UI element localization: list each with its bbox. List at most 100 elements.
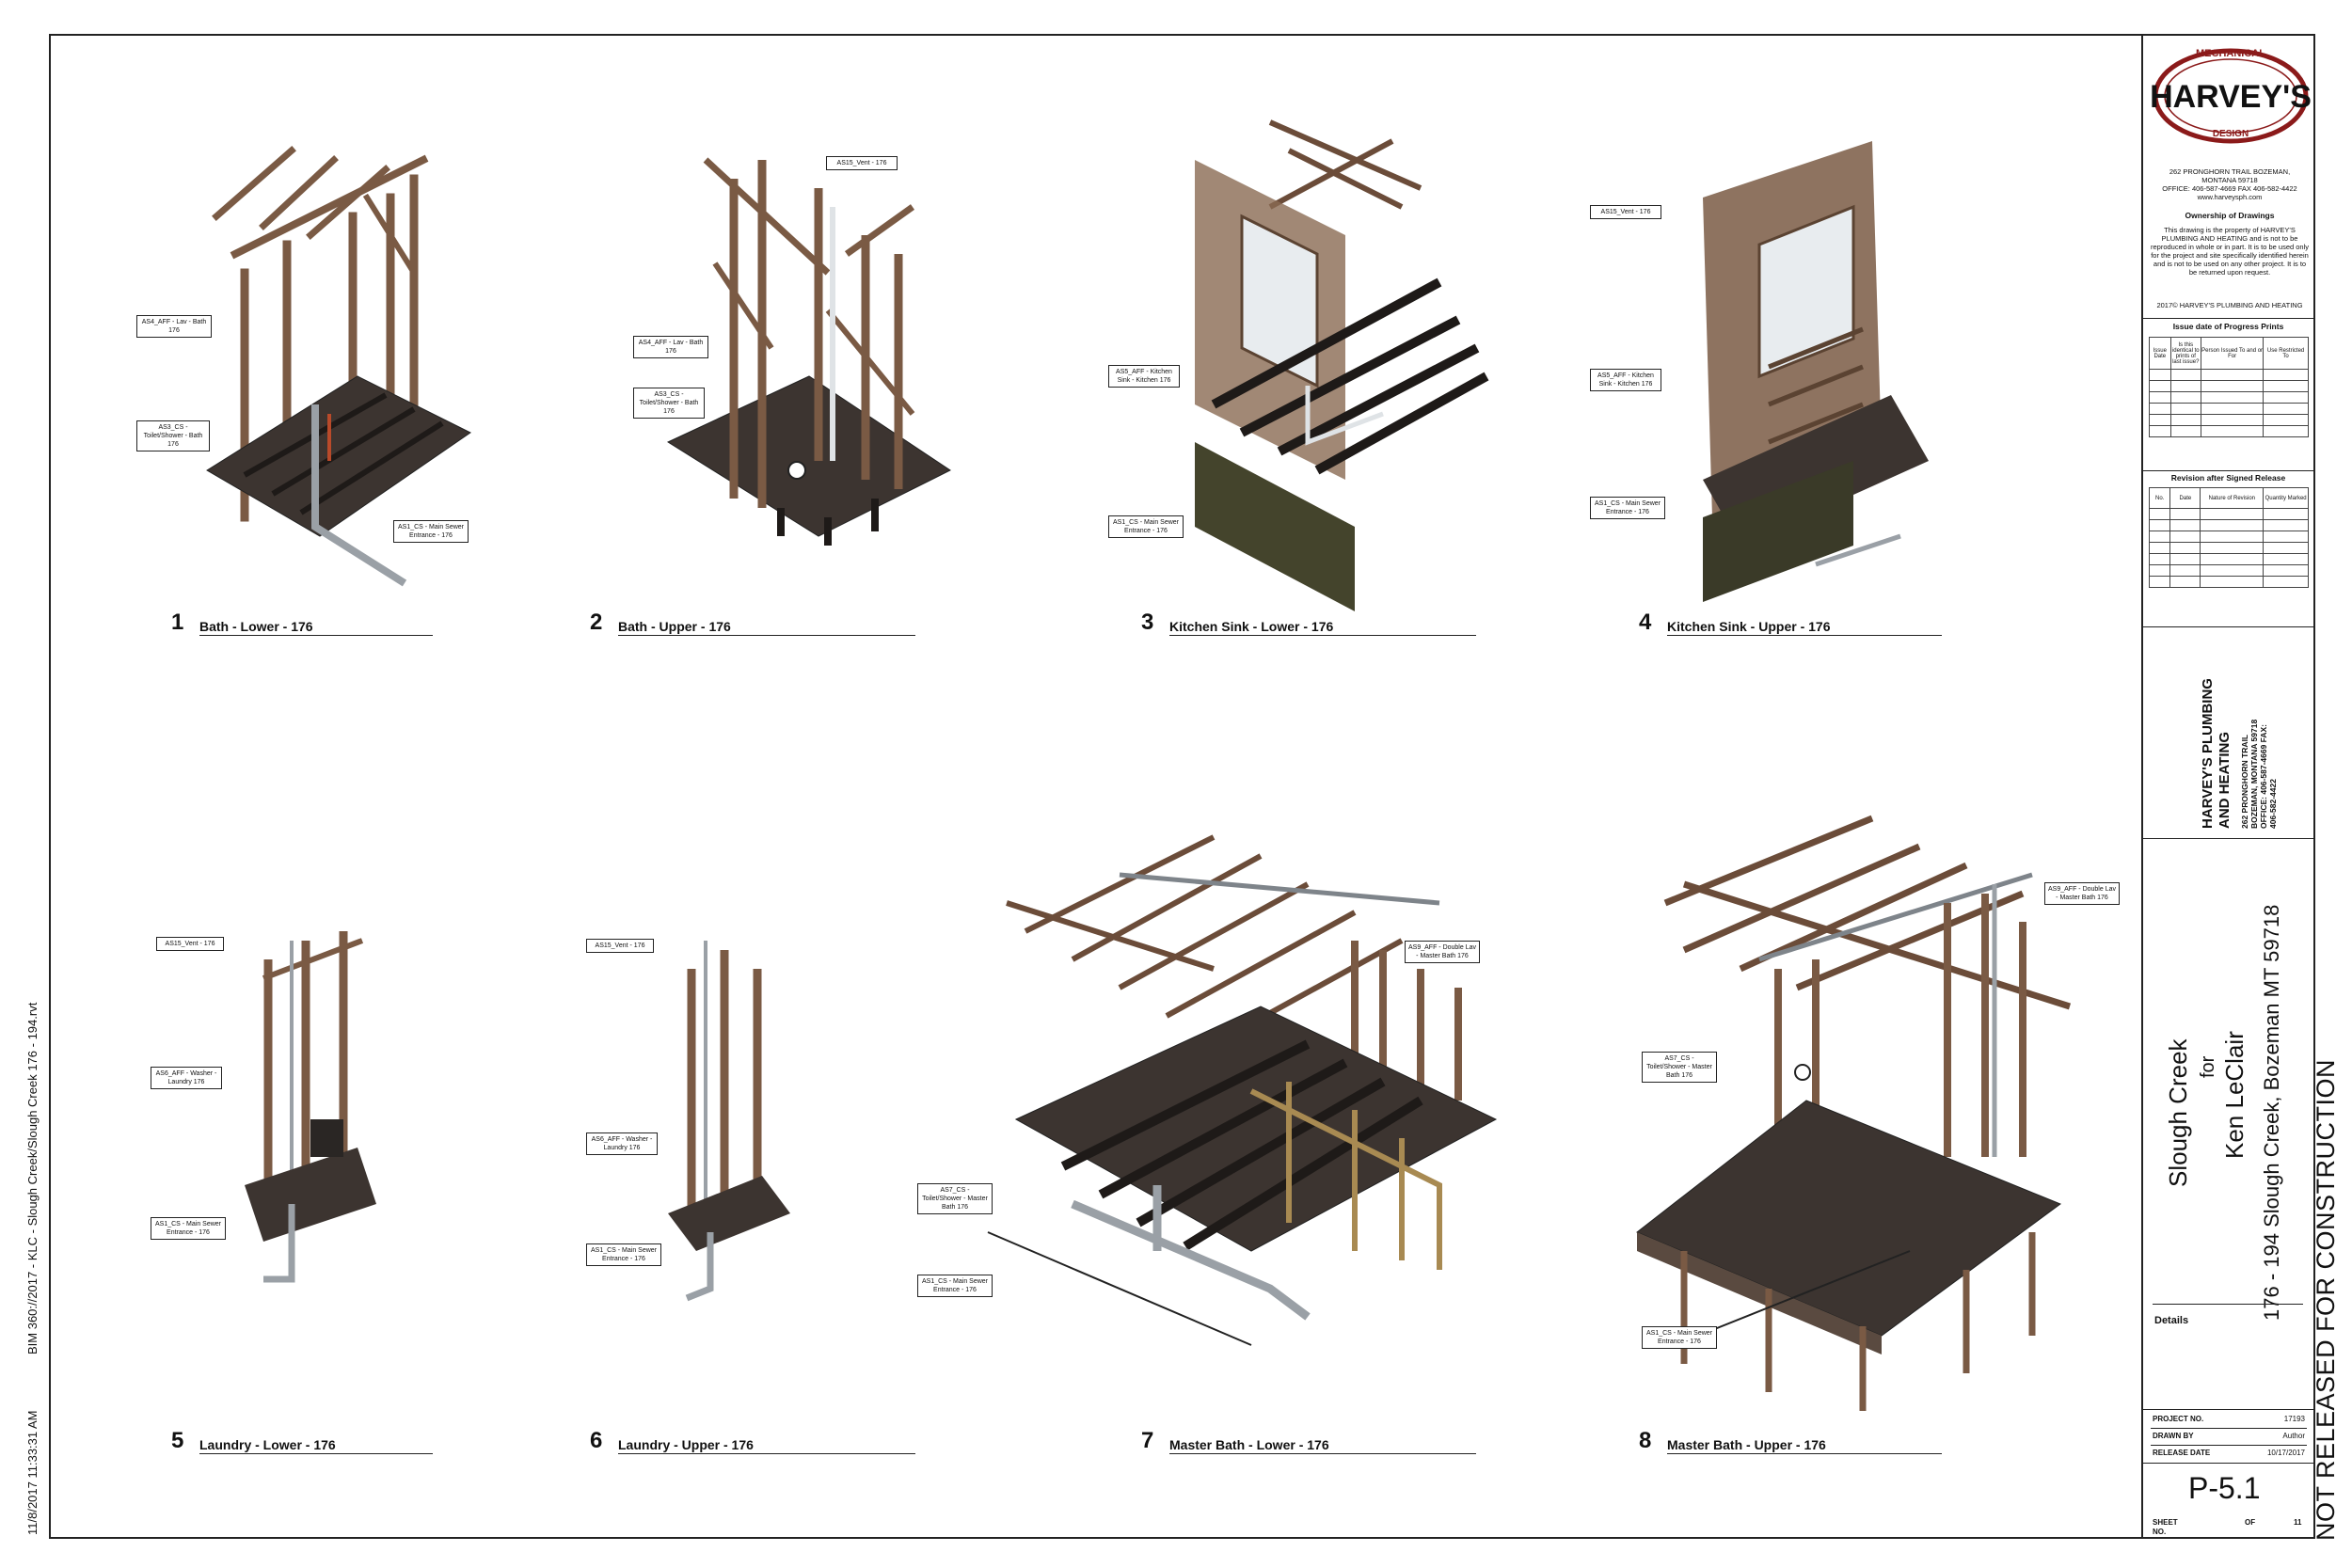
view-1-bath-lower[interactable]: AS4_AFF - Lav - Bath 176 AS3_CS - Toilet… xyxy=(132,122,489,587)
floor-slab xyxy=(245,1148,376,1242)
revision-header: Date xyxy=(2169,487,2201,509)
view-3-name: Kitchen Sink - Lower - 176 xyxy=(1169,619,1476,636)
view-1-title: 1 Bath - Lower - 176 xyxy=(171,610,433,636)
sewer-pipe xyxy=(685,1232,714,1302)
divider xyxy=(2143,838,2313,839)
floor-edge xyxy=(1637,1232,1882,1354)
view-3-title: 3 Kitchen Sink - Lower - 176 xyxy=(1141,610,1476,636)
view-8-number: 8 xyxy=(1639,1428,1652,1453)
view-2-bath-upper[interactable]: AS15_Vent - 176 AS4_AFF - Lav - Bath 176… xyxy=(630,103,969,574)
company-address-line: BOZEMAN, MONTANA 59718 xyxy=(2249,719,2259,829)
company-name-line: AND HEATING xyxy=(2217,731,2233,829)
tag-vent[interactable]: AS15_Vent - 176 xyxy=(1590,205,1661,219)
view-4-kitchen-upper[interactable]: AS15_Vent - 176 AS5_AFF - Kitchen Sink -… xyxy=(1590,122,1985,602)
view-7-master-bath-lower[interactable]: AS9_AFF - Double Lav - Master Bath 176 A… xyxy=(913,781,1571,1354)
tag-vent[interactable]: AS15_Vent - 176 xyxy=(586,939,654,953)
release-date-label: RELEASE DATE xyxy=(2153,1449,2211,1457)
firm-address: 262 PRONGHORN TRAIL BOZEMAN, MONTANA 597… xyxy=(2147,167,2312,201)
drain-piping xyxy=(1071,1185,1311,1321)
tag-kitchen-sink[interactable]: AS5_AFF - Kitchen Sink - Kitchen 176 xyxy=(1108,365,1180,388)
revision-table: No. Date Nature of Revision Quantity Mar… xyxy=(2148,487,2309,588)
plot-timestamp: 11/8/2017 11:33:31 AM xyxy=(25,1410,40,1535)
framing xyxy=(687,950,762,1232)
copyright: 2017© HARVEY'S PLUMBING AND HEATING xyxy=(2156,301,2303,309)
view-6-number: 6 xyxy=(590,1428,603,1453)
view-7-isometric xyxy=(987,834,1498,1346)
floor-joists xyxy=(1060,1039,1423,1251)
divider xyxy=(2153,1304,2303,1305)
tag-main-sewer[interactable]: AS1_CS - Main Sewer Entrance - 176 xyxy=(1108,515,1184,538)
of-label: OF xyxy=(2245,1518,2256,1527)
view-3-kitchen-lower[interactable]: AS5_AFF - Kitchen Sink - Kitchen 176 AS1… xyxy=(1101,103,1496,611)
release-date-value: 10/17/2017 xyxy=(2266,1449,2305,1457)
tag-toilet-shower-master[interactable]: AS7_CS - Toilet/Shower - Master Bath 176 xyxy=(917,1183,993,1214)
title-block: MECHANICAL HARVEY'S DESIGN 262 PRONGHORN… xyxy=(2141,34,2315,1539)
view-8-master-bath-upper[interactable]: AS9_AFF - Double Lav - Master Bath 176 A… xyxy=(1628,762,2126,1420)
not-released-stamp: NOT RELEASED FOR CONSTRUCTION xyxy=(2312,1058,2340,1541)
drawn-by-row: DRAWN BY Author xyxy=(2153,1432,2305,1440)
tag-washer-laundry[interactable]: AS6_AFF - Washer - Laundry 176 xyxy=(151,1067,222,1089)
company-address-line: 406-582-4422 xyxy=(2268,779,2278,829)
framing xyxy=(703,157,915,508)
client-name: Ken LeClair xyxy=(2220,1031,2249,1159)
tag-lav-bath[interactable]: AS4_AFF - Lav - Bath 176 xyxy=(136,315,212,338)
project-address: 176 - 194 Slough Creek, Bozeman MT 59718 xyxy=(2260,904,2283,1321)
view-2-number: 2 xyxy=(590,610,603,635)
logo-top-text: MECHANICAL xyxy=(2196,48,2265,59)
release-date-row: RELEASE DATE 10/17/2017 xyxy=(2153,1449,2305,1457)
revision-header: Quantity Marked xyxy=(2263,487,2309,509)
view-8-name: Master Bath - Upper - 176 xyxy=(1667,1437,1942,1454)
tag-washer-laundry[interactable]: AS6_AFF - Washer - Laundry 176 xyxy=(586,1132,658,1155)
firm-address-line: OFFICE: 406-587-4669 FAX 406-582-4422 xyxy=(2162,184,2297,193)
tag-main-sewer[interactable]: AS1_CS - Main Sewer Entrance - 176 xyxy=(151,1217,226,1240)
revision-header: No. xyxy=(2148,487,2171,509)
vent-pipe xyxy=(1758,872,2033,962)
view-8-title: 8 Master Bath - Upper - 176 xyxy=(1639,1428,1942,1454)
ownership-text: This drawing is the property of HARVEY'S… xyxy=(2151,226,2310,277)
tag-lav-bath[interactable]: AS4_AFF - Lav - Bath 176 xyxy=(633,336,708,358)
support-posts xyxy=(1680,1232,2036,1411)
project-for: for xyxy=(2198,1055,2218,1078)
company-address: 262 PRONGHORN TRAIL BOZEMAN, MONTANA 597… xyxy=(2240,720,2278,829)
divider xyxy=(2143,470,2313,471)
view-5-laundry-lower[interactable]: AS15_Vent - 176 AS6_AFF - Washer - Laund… xyxy=(151,903,395,1317)
tag-main-sewer[interactable]: AS1_CS - Main Sewer Entrance - 176 xyxy=(1590,497,1665,519)
tag-double-lav[interactable]: AS9_AFF - Double Lav - Master Bath 176 xyxy=(1405,941,1480,963)
view-6-title: 6 Laundry - Upper - 176 xyxy=(590,1428,915,1454)
company-name: HARVEY'S PLUMBING AND HEATING xyxy=(2200,678,2233,829)
revision-header: Nature of Revision xyxy=(2200,487,2265,509)
tag-vent[interactable]: AS15_Vent - 176 xyxy=(826,156,898,170)
vent-pipe xyxy=(1119,872,1440,906)
view-6-name: Laundry - Upper - 176 xyxy=(618,1437,915,1454)
tag-main-sewer[interactable]: AS1_CS - Main Sewer Entrance - 176 xyxy=(393,520,469,543)
sewer-pipe xyxy=(311,404,407,587)
issue-title: Issue date of Progress Prints xyxy=(2172,322,2284,331)
tag-vent[interactable]: AS15_Vent - 176 xyxy=(156,937,224,951)
drain-pipe xyxy=(1305,386,1384,446)
view-2-title: 2 Bath - Upper - 176 xyxy=(590,610,915,636)
floor-slab xyxy=(1636,1100,2062,1337)
window-glass xyxy=(1757,204,1855,379)
tag-main-sewer[interactable]: AS1_CS - Main Sewer Entrance - 176 xyxy=(1642,1326,1717,1349)
view-6-laundry-upper[interactable]: AS15_Vent - 176 AS6_AFF - Washer - Laund… xyxy=(583,912,809,1317)
firm-address-line: 262 PRONGHORN TRAIL BOZEMAN, xyxy=(2169,167,2291,176)
sheet-number: P-5.1 xyxy=(2188,1471,2261,1505)
roof-rafters xyxy=(1006,834,1404,1047)
tag-toilet-shower-master[interactable]: AS7_CS - Toilet/Shower - Master Bath 176 xyxy=(1642,1052,1717,1083)
tag-toilet-shower-bath[interactable]: AS3_CS - Toilet/Shower - Bath 176 xyxy=(633,388,705,419)
tag-double-lav[interactable]: AS9_AFF - Double Lav - Master Bath 176 xyxy=(2044,882,2120,905)
issue-header: Use Restricted To xyxy=(2263,337,2309,370)
sewer-line xyxy=(987,1231,1252,1346)
view-7-name: Master Bath - Lower - 176 xyxy=(1169,1437,1476,1454)
tag-kitchen-sink[interactable]: AS5_AFF - Kitchen Sink - Kitchen 176 xyxy=(1590,369,1661,391)
divider xyxy=(2143,1463,2313,1464)
ownership-title: Ownership of Drawings xyxy=(2185,211,2275,220)
issue-header: Person Issued To and or For xyxy=(2200,337,2265,370)
view-4-title: 4 Kitchen Sink - Upper - 176 xyxy=(1639,610,1942,636)
tag-main-sewer[interactable]: AS1_CS - Main Sewer Entrance - 176 xyxy=(586,1243,661,1266)
roof-rafters xyxy=(1268,119,1422,210)
tag-toilet-shower-bath[interactable]: AS3_CS - Toilet/Shower - Bath 176 xyxy=(136,420,210,451)
floor-slab xyxy=(666,375,951,537)
tag-main-sewer[interactable]: AS1_CS - Main Sewer Entrance - 176 xyxy=(917,1275,993,1297)
divider xyxy=(2143,1409,2313,1410)
